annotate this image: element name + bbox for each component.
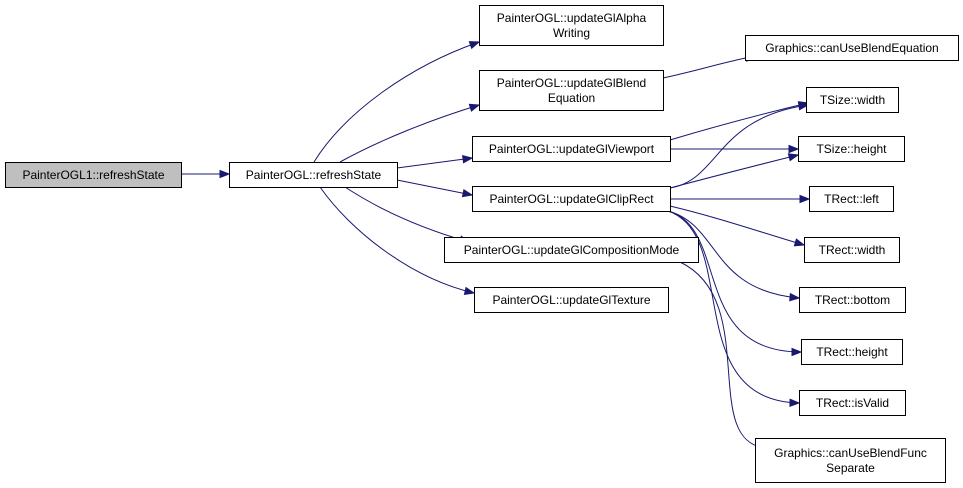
node-painterogl1-refreshstate[interactable]: PainterOGL1::refreshState [5,162,182,188]
edge-updateglcliprect-to-tsize-height [669,153,800,189]
edge-updateglcliprect-to-trect-width [669,205,806,247]
node-box [479,70,664,111]
edge-painterogl-refreshstate-to-updateglalphawriting [313,41,481,163]
edge-painterogl-refreshstate-to-updateglblendequation [339,103,481,163]
arrowhead-icon [219,169,231,179]
edge-updateglcompositionmode-to-graphics-canuseblendfuncseparate [679,261,767,452]
node-updateglcompositionmode[interactable]: PainterOGL::updateGlCompositionMode [444,237,699,263]
edge-painterogl-refreshstate-to-updateglcliprect [396,179,474,198]
node-label: TRect::bottom [815,293,890,307]
node-label: PainterOGL::refreshState [246,168,382,182]
node-box [444,237,699,263]
arrowhead-icon [799,194,811,204]
edge-updateglcliprect-to-tsize-width [669,102,810,189]
node-box [809,186,894,212]
node-label: PainterOGL1::refreshState [22,168,164,182]
node-trect-height[interactable]: TRect::height [801,339,903,365]
arrowhead-icon [461,188,474,198]
node-tsize-height[interactable]: TSize::height [798,136,905,162]
node-box [745,35,959,61]
node-box [755,438,946,483]
node-box [804,237,900,263]
node-label: PainterOGL::updateGlClipRect [489,192,654,206]
node-label: TRect::height [816,345,888,359]
node-box [479,5,664,46]
node-box [5,162,182,188]
node-box [229,162,398,188]
node-label: PainterOGL::updateGlBlend [497,76,646,90]
node-box [798,136,905,162]
node-label: Graphics::canUseBlendEquation [765,41,938,55]
edge-updateglviewport-to-tsize-width [669,101,810,141]
node-box [474,287,669,313]
arrowhead-icon [789,292,801,302]
node-updateglviewport[interactable]: PainterOGL::updateGlViewport [472,136,671,162]
node-box [799,390,906,416]
node-label: TRect::left [824,192,879,206]
arrowhead-icon [462,155,474,164]
node-box [801,339,903,365]
node-label: TRect::width [819,243,886,257]
edge-updateglcliprect-to-trect-bottom [667,210,801,302]
node-tsize-width[interactable]: TSize::width [806,87,899,113]
edge-updateglcliprect-to-trect-isvalid [667,210,801,407]
edge-updateglblendequation-to-graphics-canuseblendequation [662,53,757,79]
node-painterogl-refreshstate[interactable]: PainterOGL::refreshState [229,162,398,188]
edge-updateglviewport-to-tsize-height [670,144,800,154]
edge-updateglcliprect-to-trect-height [667,210,803,357]
node-trect-left[interactable]: TRect::left [809,186,894,212]
node-box [799,287,906,313]
arrowhead-icon [788,144,800,154]
node-trect-width[interactable]: TRect::width [804,237,900,263]
node-label: PainterOGL::updateGlTexture [492,293,650,307]
arrowhead-icon [463,286,476,295]
node-box [806,87,899,113]
node-label: TSize::height [816,142,887,156]
arrowhead-icon [798,102,810,111]
node-updateglcliprect[interactable]: PainterOGL::updateGlClipRect [472,186,671,212]
nodes-layer: PainterOGL1::refreshState PainterOGL::ref… [5,5,959,483]
edge-painterogl-refreshstate-to-updategltexture [319,186,476,295]
node-label: TRect::isValid [816,396,889,410]
node-updategltexture[interactable]: PainterOGL::updateGlTexture [474,287,669,313]
node-label: Equation [548,91,595,105]
arrowhead-icon [468,41,481,50]
edge-painterogl1-refreshstate-to-painterogl-refreshstate [181,169,231,179]
node-trect-bottom[interactable]: TRect::bottom [799,287,906,313]
arrowhead-icon [787,153,800,162]
edges-layer [181,41,811,452]
arrowhead-icon [789,398,801,407]
node-label: TSize::width [820,93,885,107]
node-label: Graphics::canUseBlendFunc [774,446,927,460]
arrowhead-icon [468,103,481,112]
arrowhead-icon [791,347,803,357]
node-label: Separate [826,461,875,475]
node-box [472,186,671,212]
node-trect-isvalid[interactable]: TRect::isValid [799,390,906,416]
node-label: Writing [553,26,590,40]
edge-painterogl-refreshstate-to-updateglviewport [396,155,474,169]
node-label: PainterOGL::updateGlCompositionMode [464,243,680,257]
node-box [472,136,671,162]
edge-updateglcliprect-to-trect-left [670,194,811,204]
node-graphics-canuseblendequation[interactable]: Graphics::canUseBlendEquation [745,35,959,61]
node-label: PainterOGL::updateGlAlpha [497,11,647,25]
arrowhead-icon [793,238,806,247]
node-label: PainterOGL::updateGlViewport [489,142,655,156]
